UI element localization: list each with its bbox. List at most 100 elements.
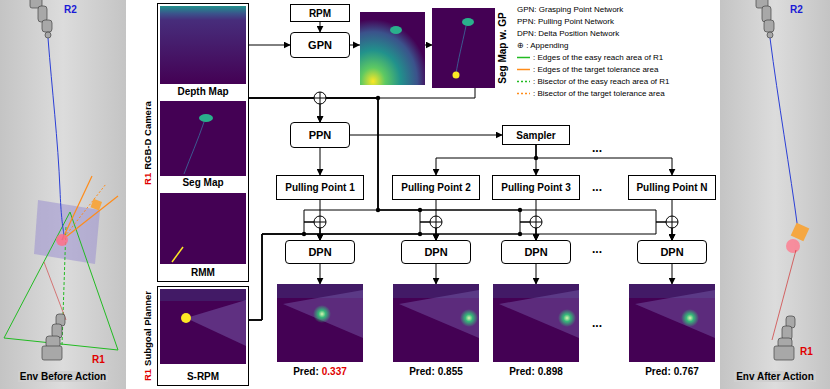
node-text: Env Before Action (18, 371, 108, 382)
node-text: Pred: (293, 366, 319, 377)
node-text: Depth Map (177, 86, 228, 97)
prediction-tile: Pred:0.337 (277, 284, 363, 380)
node-text: DPN (660, 246, 683, 258)
node-text: S-RPM (187, 371, 219, 382)
node-label: Pred:0.337 (277, 366, 363, 378)
connector (320, 22, 321, 32)
node-text: Pred: (645, 366, 671, 377)
network-box: DPN (401, 240, 471, 264)
image-tile: RMM (160, 192, 246, 280)
node-text: Pulling Point 2 (401, 182, 470, 193)
label-text: ... (592, 141, 602, 155)
connector (249, 45, 290, 46)
connector (249, 98, 436, 240)
node-text: R1 (142, 172, 153, 184)
robot-label: R2 (64, 4, 77, 15)
ellipsis-mark: ... (592, 141, 602, 155)
network-box: GPN (290, 32, 350, 58)
connector (249, 98, 378, 240)
label-text: R2 (64, 4, 77, 15)
label-text: R2 (790, 4, 803, 15)
network-box: DPN (501, 240, 571, 264)
connector (249, 98, 672, 240)
process-box: Pulling Point N (628, 175, 716, 200)
ellipsis-mark: ... (592, 316, 602, 330)
legend-text: : Edges of the easy reach area of R1 (533, 53, 663, 62)
legend-text: : Edges of the target tolerance area (533, 65, 658, 74)
node-label: Env Before Action (0, 371, 126, 383)
process-box: Pulling Point 1 (276, 175, 364, 200)
legend-row: DPN: Delta Position Network (517, 28, 619, 39)
node-text: Env After Action (734, 371, 816, 382)
node-text: R1 (142, 369, 153, 381)
sensor-panel: R1RGB-D CameraDepth MapSeg MapRMM (157, 3, 249, 282)
legend-row: PPN: Pulling Point Network (517, 16, 614, 27)
label-text: ... (592, 242, 602, 256)
network-box: DPN (637, 240, 707, 264)
prediction-tile: Pred:0.855 (393, 284, 479, 380)
network-box: PPN (290, 122, 350, 148)
node-text: DPN (308, 246, 331, 258)
node-text: GPN (308, 39, 332, 51)
node-text: Subgoal Planner (142, 291, 153, 366)
node-label: Seg Map w. GP (497, 12, 509, 83)
network-box: DPN (285, 240, 355, 264)
legend-text: ⊕ : Appending (517, 41, 568, 50)
node-text: Sampler (516, 130, 555, 141)
node-text: 0.898 (538, 366, 563, 377)
connector (350, 135, 502, 136)
robot-label: R2 (790, 4, 803, 15)
process-box: Sampler (502, 125, 570, 145)
node-text: Pulling Point 1 (285, 182, 354, 193)
node-label: Seg Map (160, 177, 246, 189)
legend-row: : Edges of the easy reach area of R1 (533, 52, 663, 63)
ellipsis-mark: ... (592, 180, 602, 194)
node-label: Depth Map (160, 86, 246, 98)
image-tile: S-RPM (160, 288, 246, 384)
node-text: DPN (524, 246, 547, 258)
node-text: RGB-D Camera (142, 101, 153, 170)
scene-panel: Env Before Action (0, 0, 126, 389)
robot-label: R1 (92, 354, 105, 365)
legend-row: : Bisector of the easy reach area of R1 (533, 76, 670, 87)
connector (536, 264, 537, 284)
node-label: Env After Action (720, 371, 830, 383)
node-text: Seg Map (182, 177, 223, 188)
connector (320, 148, 321, 175)
legend-row: GPN: Grasping Point Network (517, 4, 623, 15)
image-tile: Seg Map (160, 100, 246, 190)
node-text: 0.855 (438, 366, 463, 377)
node-text: Pred: (509, 366, 535, 377)
node-text: PPN (309, 129, 332, 141)
node-text: Pulling Point N (636, 182, 707, 193)
node-label: S-RPM (160, 371, 246, 383)
robot-label: R1 (800, 346, 813, 357)
image-tile: Depth Map (160, 5, 246, 99)
node-label: RMM (160, 267, 246, 279)
legend-text: : Bisector of the easy reach area of R1 (533, 77, 670, 86)
connector (249, 98, 320, 122)
node-text: DPN (424, 246, 447, 258)
label-text: ... (592, 180, 602, 194)
image-tile: Seg Map w. GP (432, 8, 495, 88)
connector (320, 88, 475, 122)
node-text: RMM (191, 267, 215, 278)
input-box: RPM (290, 4, 350, 22)
node-text: RPM (309, 8, 331, 19)
legend-text: : Bisector of the target tolerance area (533, 89, 665, 98)
legend-row: : Bisector of the target tolerance area (533, 88, 665, 99)
node-label: Pred:0.767 (629, 366, 715, 378)
node-text: 0.337 (322, 366, 347, 377)
legend-text: DPN: Delta Position Network (517, 29, 619, 38)
node-text: Pulling Point 3 (501, 182, 570, 193)
node-label: Pred:0.855 (393, 366, 479, 378)
process-box: Pulling Point 2 (392, 175, 480, 200)
node-text: Pred: (409, 366, 435, 377)
node-text: 0.767 (674, 366, 699, 377)
prediction-tile: Pred:0.898 (493, 284, 579, 380)
legend-row: : Edges of the target tolerance area (533, 64, 658, 75)
connector (436, 264, 437, 284)
label-text: R1 (92, 354, 105, 365)
ellipsis-mark: ... (592, 242, 602, 256)
connector (249, 98, 536, 240)
